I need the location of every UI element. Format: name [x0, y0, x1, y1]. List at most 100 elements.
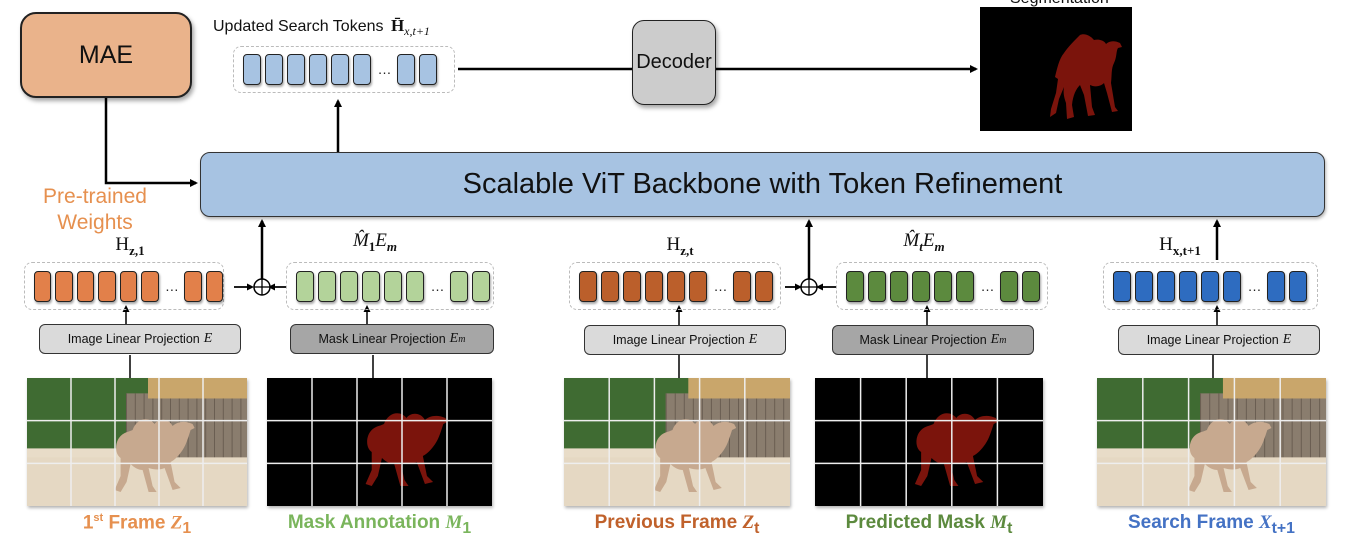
token-label-sub: t — [919, 238, 923, 254]
token — [623, 270, 641, 302]
token-group-hzt: … — [569, 262, 781, 310]
projection-text: Mask Linear Projection — [859, 333, 987, 347]
sum-icon — [253, 278, 271, 296]
token — [934, 270, 952, 302]
token — [912, 270, 930, 302]
previous-frame-label: Previous Frame Zt — [564, 512, 790, 538]
ellipsis: … — [430, 277, 445, 294]
pretrained-weights-label: Pre-trained Weights — [20, 184, 170, 236]
mask-annotation-image — [267, 378, 492, 506]
token — [184, 270, 202, 302]
frame-label-sub: t+1 — [1271, 519, 1295, 537]
token — [733, 270, 751, 302]
camel-photo — [27, 378, 247, 506]
token — [384, 270, 402, 302]
token-group-hz1: … — [24, 262, 224, 310]
token — [331, 54, 349, 85]
sum-icon — [800, 278, 818, 296]
first-frame-image — [27, 378, 247, 506]
updated-search-tokens: … — [233, 46, 455, 93]
ellipsis: … — [164, 277, 179, 294]
token — [340, 270, 358, 302]
token-label-sub: z,t — [680, 242, 694, 258]
frame-label-symbol: X — [1258, 512, 1272, 533]
token — [76, 270, 95, 302]
backbone-title: Scalable ViT Backbone with Token Refinem… — [462, 168, 1063, 200]
token — [1267, 270, 1285, 302]
camel-mask — [267, 378, 492, 506]
frame-label-sub: 1 — [182, 520, 192, 538]
frame-label-symbol: Z — [742, 512, 755, 533]
predicted-mask-image — [815, 378, 1043, 506]
first-frame-label: 1st Frame Z1 — [27, 512, 247, 538]
token — [353, 54, 371, 85]
token — [34, 270, 52, 302]
projection-text: Image Linear Projection — [67, 332, 200, 346]
token — [55, 270, 73, 302]
decoder-label: Decoder — [636, 51, 712, 73]
frame-label-sub: t — [754, 519, 760, 537]
frame-label-text: Search Frame — [1128, 512, 1259, 533]
token — [119, 270, 138, 302]
token — [472, 270, 490, 302]
projection-symbol: E — [748, 332, 758, 347]
mask-annotation-label: Mask Annotation M1 — [267, 512, 492, 538]
frame-label-symbol: M — [990, 512, 1008, 533]
frame-label-sub: t — [1007, 519, 1013, 537]
camel-mask-shape — [1050, 34, 1122, 119]
token — [689, 270, 707, 302]
segmentation-title: Segmentation — [1010, 0, 1109, 8]
token-label-suffix: E — [375, 230, 387, 251]
token-label-symbol: H — [115, 234, 130, 255]
token-group-hxt1: … — [1103, 262, 1318, 310]
token-label-sub: x,t+1 — [1172, 242, 1201, 258]
token-label-suffix-sub: m — [934, 238, 945, 254]
token — [362, 270, 380, 302]
token — [309, 54, 327, 85]
frame-label-text: 1 — [82, 512, 94, 534]
token — [645, 270, 663, 302]
token — [1113, 270, 1131, 302]
token — [755, 270, 773, 302]
token — [667, 270, 685, 302]
token — [243, 54, 261, 85]
search-frame-image — [1097, 378, 1326, 506]
projection-symbol: E — [1282, 332, 1292, 347]
token — [579, 270, 597, 302]
predicted-mask-label: Predicted Mask Mt — [815, 512, 1043, 538]
projection-symbol: E — [203, 331, 213, 346]
token — [1289, 270, 1307, 302]
token-label-hz1: Hz,1 — [95, 234, 165, 259]
frame-label-text: Mask Annotation — [287, 512, 446, 533]
vit-backbone: Scalable ViT Backbone with Token Refinem… — [200, 152, 1325, 217]
token-group-m1em: … — [286, 262, 494, 310]
token — [397, 54, 415, 85]
projection-text: Image Linear Projection — [612, 333, 745, 347]
ellipsis: … — [980, 277, 995, 294]
token — [318, 270, 336, 302]
ellipsis: … — [377, 61, 392, 77]
pretrained-line-1: Pre-trained — [43, 185, 147, 208]
mae-label: MAE — [78, 40, 134, 69]
mae-to-backbone-arrow — [104, 98, 198, 187]
token — [296, 270, 314, 302]
frame-label-symbol: Z — [170, 512, 183, 534]
previous-frame-image — [564, 378, 790, 506]
token — [1157, 270, 1175, 302]
decoder-block: Decoder — [632, 20, 716, 105]
token — [450, 270, 468, 302]
token — [98, 270, 116, 302]
token-label-hzt: Hz,t — [645, 234, 715, 259]
projection-sub: m — [458, 333, 466, 345]
frame-label-rest: Frame — [103, 512, 171, 534]
token-label-symbol: H — [666, 234, 681, 255]
token — [868, 270, 886, 302]
updated-tokens-subscript: x,t+1 — [404, 24, 430, 39]
token — [1201, 270, 1219, 302]
token-label-m1em: M̂1Em — [335, 230, 415, 255]
camel-mask — [815, 378, 1043, 506]
updated-tokens-label: Updated Search Tokens H̄x,t+1 — [213, 16, 430, 39]
